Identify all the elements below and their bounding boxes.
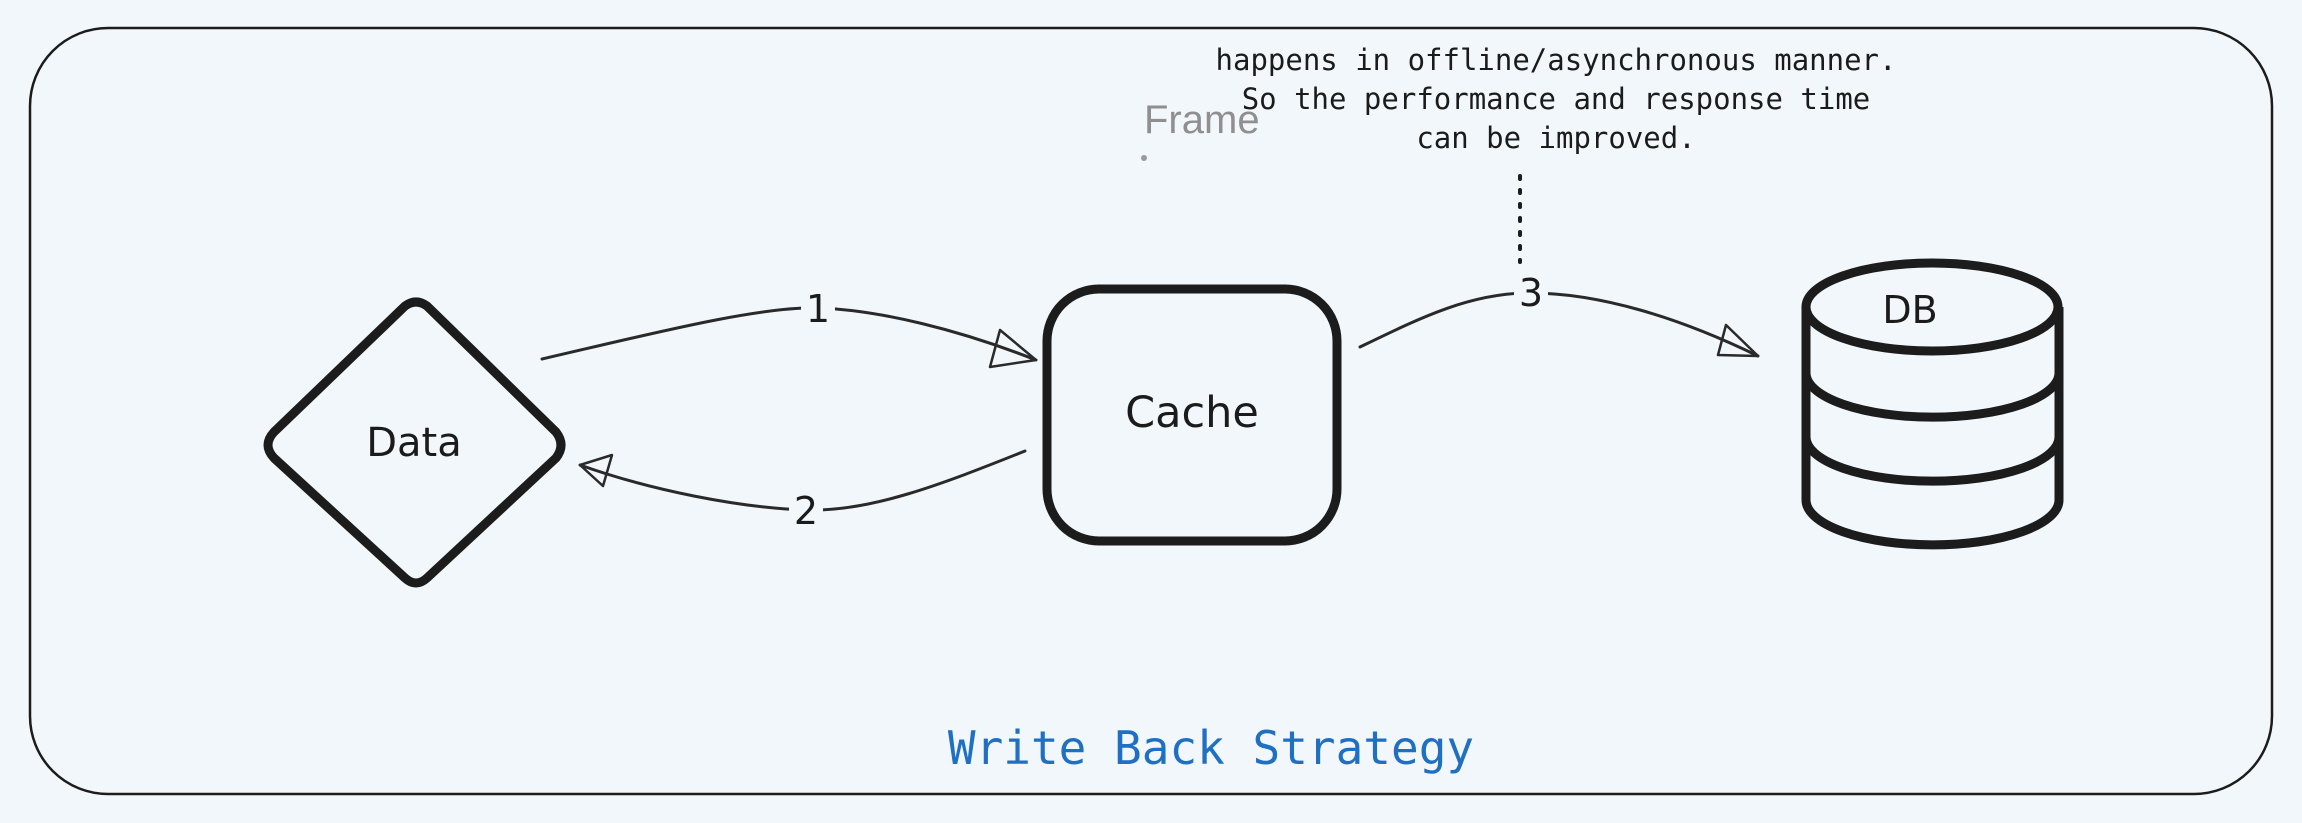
db-label: DB bbox=[1882, 288, 1937, 332]
data-diamond bbox=[263, 297, 566, 588]
edge-2-label-bg bbox=[789, 490, 823, 530]
edge-3-label-bg bbox=[1514, 272, 1548, 312]
edge-2-arrowhead bbox=[578, 453, 614, 488]
frame-border[interactable] bbox=[28, 26, 2274, 796]
cache-box bbox=[1042, 284, 1342, 546]
data-node[interactable]: Data bbox=[263, 297, 566, 588]
db-ring-1 bbox=[1801, 372, 2064, 422]
note-line-3: can be improved. bbox=[1416, 121, 1695, 155]
frame-title[interactable]: Write Back Strategy bbox=[948, 721, 1474, 775]
edge-cache-to-db[interactable]: 3 bbox=[1358, 271, 1760, 358]
edge-1-label-bg bbox=[801, 287, 835, 327]
note-line-1: happens in offline/asynchronous manner. bbox=[1216, 43, 1897, 77]
data-label: Data bbox=[366, 420, 462, 466]
cache-label: Cache bbox=[1125, 388, 1259, 438]
db-body bbox=[1801, 307, 2064, 550]
db-top bbox=[1801, 258, 2063, 356]
edge-1-label: 1 bbox=[806, 287, 830, 331]
frame-label[interactable]: Frame bbox=[1144, 98, 1260, 142]
edge-2-label: 2 bbox=[794, 489, 818, 533]
edge-3-label: 3 bbox=[1519, 271, 1543, 315]
edge-1-arrowhead bbox=[988, 328, 1038, 369]
frame-anchor-dot bbox=[1141, 155, 1147, 161]
edge-data-to-cache[interactable]: 1 bbox=[540, 287, 1038, 369]
db-node[interactable]: DB bbox=[1801, 258, 2064, 550]
note-text[interactable]: happens in offline/asynchronous manner. … bbox=[1216, 43, 1897, 155]
note-line-2: So the performance and response time bbox=[1242, 82, 1871, 116]
edge-cache-to-data[interactable]: 2 bbox=[578, 449, 1027, 533]
db-ring-2 bbox=[1801, 436, 2064, 486]
edge-3-line bbox=[1358, 291, 1760, 358]
edge-3-arrowhead bbox=[1716, 323, 1760, 358]
edge-1-line bbox=[540, 306, 1038, 362]
cache-node[interactable]: Cache bbox=[1042, 284, 1342, 546]
